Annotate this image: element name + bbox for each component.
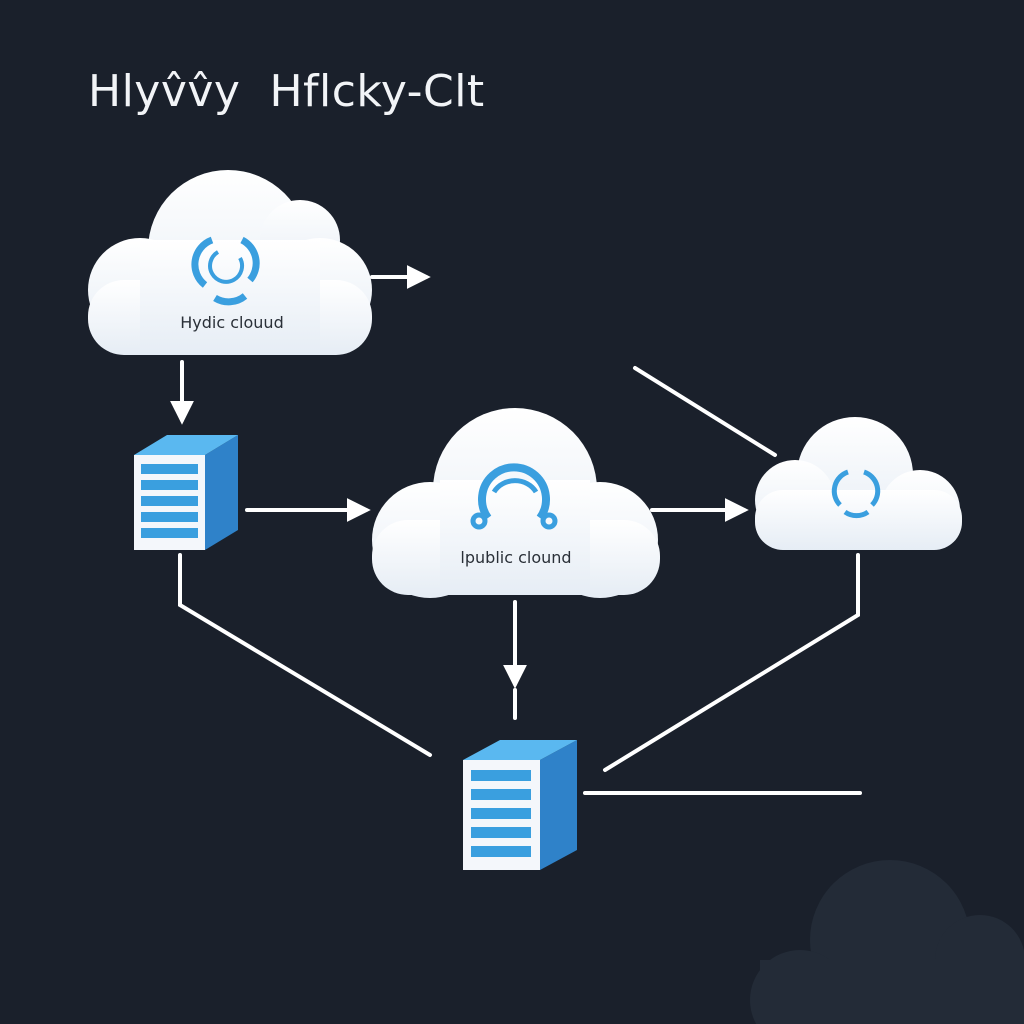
background-cloud-decoration (750, 860, 1024, 1024)
server-bottom-node[interactable] (463, 740, 577, 870)
line-server-to-bottom-server (178, 553, 432, 757)
line-right-cloud-to-bottom-server (603, 553, 860, 772)
server-top-node[interactable] (134, 435, 238, 550)
public-cloud-label: lpublic clound (460, 548, 572, 567)
sync-arrows-icon (191, 236, 260, 306)
public-cloud-node[interactable] (372, 408, 660, 598)
right-cloud-node[interactable] (755, 417, 962, 550)
line-diagonal-to-right-cloud (633, 366, 777, 457)
hybrid-cloud-node[interactable] (88, 170, 372, 355)
diagram-title: Hlyv̂v̂y Hflcky-Clt (88, 66, 485, 117)
hybrid-cloud-label: Hydic clouud (180, 313, 284, 332)
sync-arrows-icon-small (831, 469, 881, 519)
arc-network-icon (470, 463, 558, 530)
connectors (170, 265, 862, 795)
